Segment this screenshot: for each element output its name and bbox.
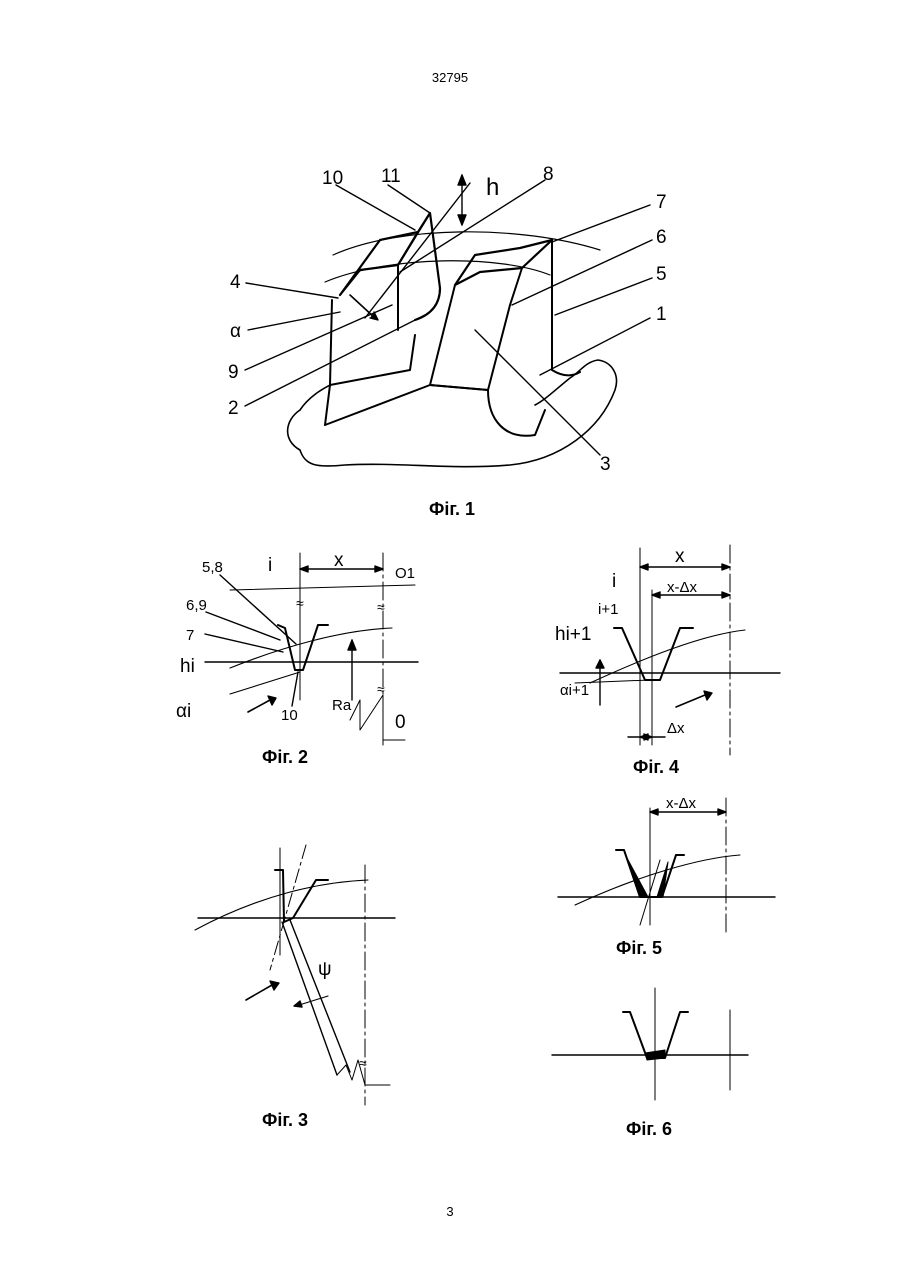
figure-4-labels: x i x-Δx i+1 hi+1 αi+1 Δx Фіг. 4 xyxy=(555,546,698,777)
fig2-label-o: 0 xyxy=(395,712,406,733)
figure-6 xyxy=(552,988,748,1100)
fig2-label-o1: O1 xyxy=(395,565,415,582)
figure-5-labels: x-Δx Фіг. 5 xyxy=(616,795,697,958)
fig5-caption: Фіг. 5 xyxy=(616,938,662,958)
svg-text:≈: ≈ xyxy=(377,599,385,615)
fig4-label-i: i xyxy=(612,571,616,592)
fig1-label-alpha: α xyxy=(230,321,241,342)
fig2-label-alpha-i: αi xyxy=(176,701,191,722)
fig2-label-x: x xyxy=(334,550,344,571)
fig4-label-h-i-plus-1: hi+1 xyxy=(555,624,591,645)
figure-2: ≈ ≈ ≈ xyxy=(205,553,418,748)
fig1-label-8: 8 xyxy=(543,164,554,185)
svg-text:≈: ≈ xyxy=(377,681,385,697)
figure-6-labels: Фіг. 6 xyxy=(626,1119,672,1139)
svg-text:≈: ≈ xyxy=(359,1055,367,1071)
fig1-label-6: 6 xyxy=(656,227,667,248)
fig1-label-7: 7 xyxy=(656,192,667,213)
fig4-label-dx: Δx xyxy=(667,720,685,737)
fig1-label-9: 9 xyxy=(228,362,239,383)
figure-1 xyxy=(245,175,652,467)
fig2-label-hi: hi xyxy=(180,656,195,677)
fig1-caption: Фіг. 1 xyxy=(429,499,475,519)
fig4-label-alpha-i-plus-1: αi+1 xyxy=(560,682,589,699)
fig4-label-i-plus-1: i+1 xyxy=(598,601,618,618)
fig3-caption: Фіг. 3 xyxy=(262,1110,308,1130)
fig4-label-x-dx: x-Δx xyxy=(667,579,698,596)
fig2-label-7: 7 xyxy=(186,627,194,644)
page-footer-number: 3 xyxy=(0,1204,900,1219)
fig5-label-x-dx: x-Δx xyxy=(666,795,697,812)
fig3-label-psi: ψ xyxy=(318,959,332,980)
fig2-label-ra: Ra xyxy=(332,697,352,714)
figure-5 xyxy=(558,798,775,935)
figure-3: ≈ xyxy=(195,845,395,1105)
figure-2-labels: 5,8 i x O1 6,9 7 hi αi 10 Ra 0 Фіг. 2 xyxy=(176,550,415,767)
fig2-label-6-9: 6,9 xyxy=(186,597,207,614)
fig1-label-10: 10 xyxy=(322,168,343,189)
fig2-caption: Фіг. 2 xyxy=(262,747,308,767)
fig6-caption: Фіг. 6 xyxy=(626,1119,672,1139)
fig1-label-5: 5 xyxy=(656,264,667,285)
fig1-label-1: 1 xyxy=(656,304,667,325)
svg-text:≈: ≈ xyxy=(296,595,304,611)
fig1-label-4: 4 xyxy=(230,272,241,293)
fig1-label-2: 2 xyxy=(228,398,239,419)
fig2-label-10: 10 xyxy=(281,707,298,724)
fig2-label-5-8: 5,8 xyxy=(202,559,223,576)
fig4-label-x: x xyxy=(675,546,685,567)
fig2-label-i: i xyxy=(268,555,272,576)
fig1-label-h: h xyxy=(486,174,499,201)
fig1-label-3: 3 xyxy=(600,454,611,475)
fig1-label-11: 11 xyxy=(381,166,401,187)
fig4-caption: Фіг. 4 xyxy=(633,757,679,777)
